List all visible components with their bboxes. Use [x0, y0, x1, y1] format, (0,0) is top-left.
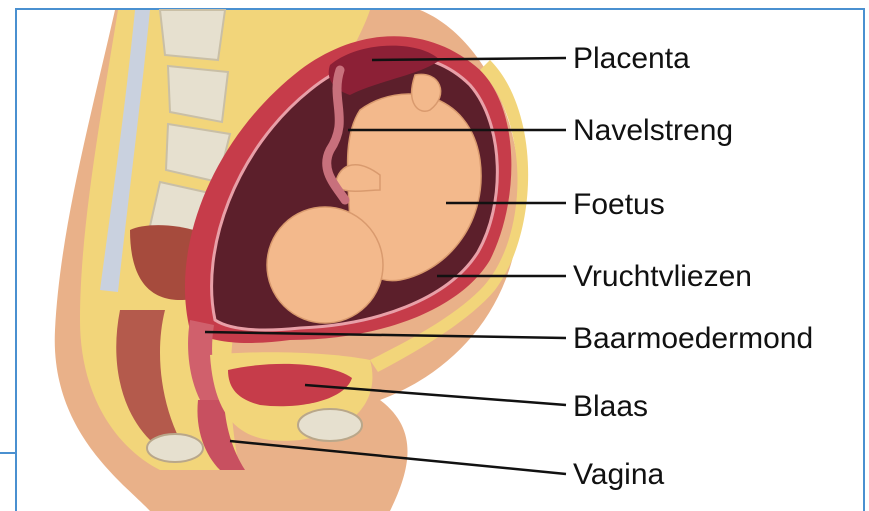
label-vagina: Vagina — [573, 460, 664, 490]
label-baarmoedermond: Baarmoedermond — [573, 324, 813, 354]
label-navelstreng: Navelstreng — [573, 116, 733, 146]
label-placenta: Placenta — [573, 44, 690, 74]
label-blaas: Blaas — [573, 392, 648, 422]
tailbone — [147, 434, 203, 462]
label-foetus: Foetus — [573, 190, 665, 220]
label-vruchtvliezen: Vruchtvliezen — [573, 262, 752, 292]
pubic-bone — [298, 409, 362, 441]
